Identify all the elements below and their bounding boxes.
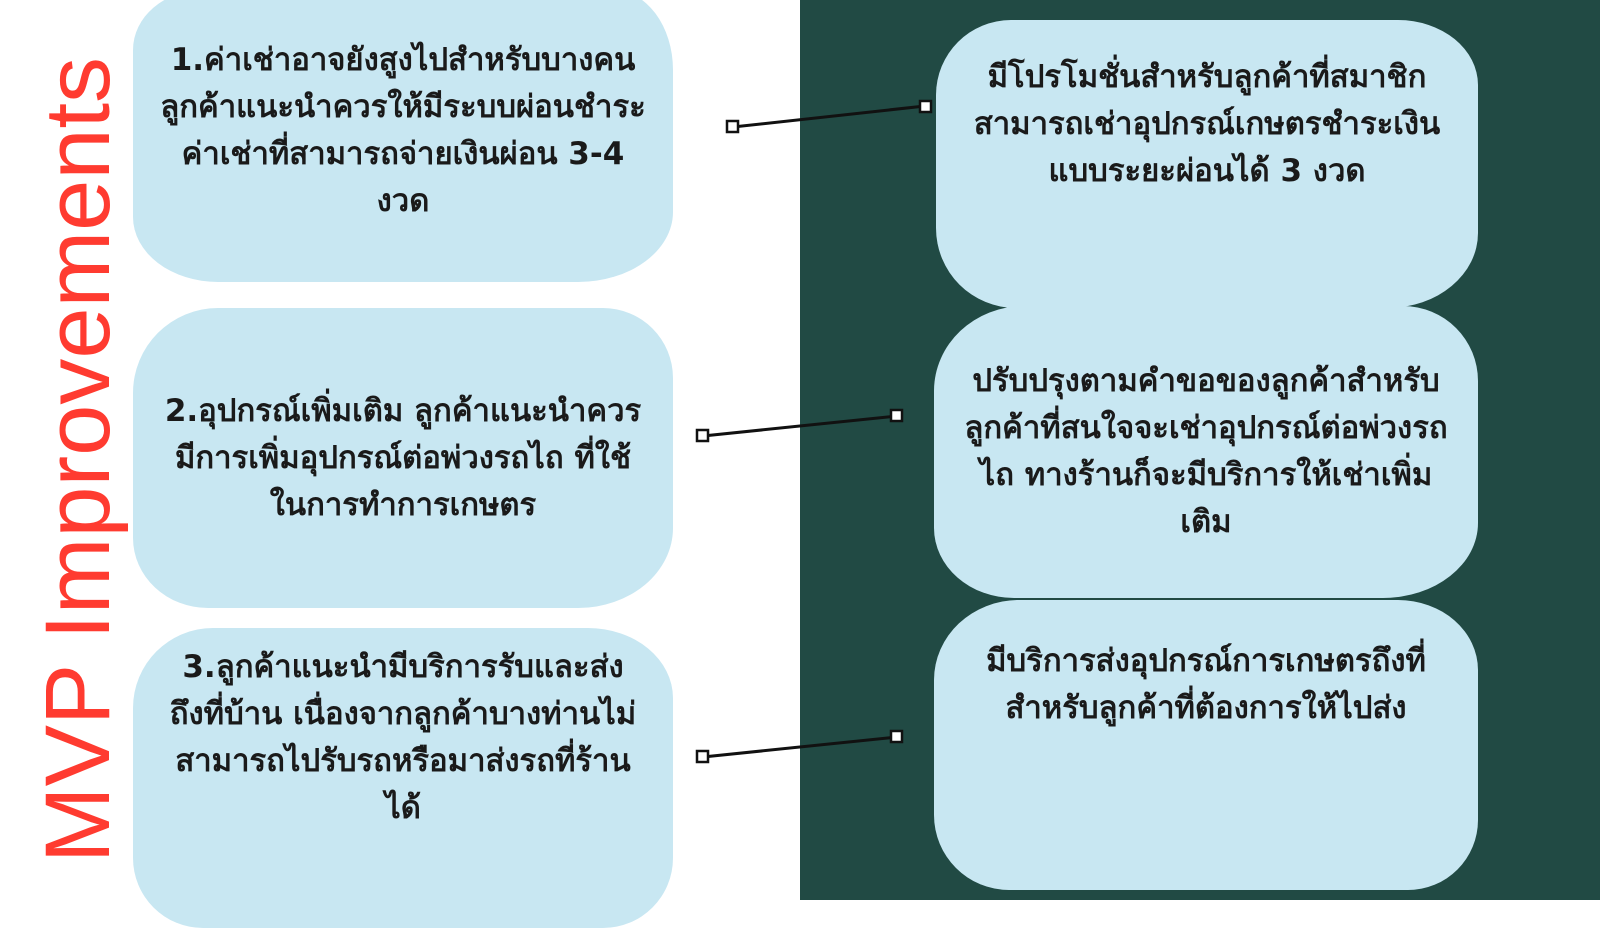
improvement-card-2: ปรับปรุงตามคำขอของลูกค้าสำหรับลูกค้าที่ส… xyxy=(934,306,1478,598)
feedback-text-1: 1.ค่าเช่าอาจยังสูงไปสำหรับบางคน ลูกค้าแน… xyxy=(160,42,646,219)
feedback-text-2: 2.อุปกรณ์เพิ่มเติม ลูกค้าแนะนำควรมีการเพ… xyxy=(164,392,642,523)
feedback-card-2: 2.อุปกรณ์เพิ่มเติม ลูกค้าแนะนำควรมีการเพ… xyxy=(133,308,673,608)
feedback-card-3: 3.ลูกค้าแนะนำมีบริการรับและส่งถึงที่บ้าน… xyxy=(133,628,673,928)
page-title: MVP Improvements xyxy=(27,56,129,864)
feedback-text-3: 3.ลูกค้าแนะนำมีบริการรับและส่งถึงที่บ้าน… xyxy=(169,649,637,826)
improvement-text-1: มีโปรโมชั่นสำหรับลูกค้าที่สมาชิกสามารถเช… xyxy=(973,58,1441,189)
feedback-card-1: 1.ค่าเช่าอาจยังสูงไปสำหรับบางคน ลูกค้าแน… xyxy=(133,0,673,282)
improvement-card-1: มีโปรโมชั่นสำหรับลูกค้าที่สมาชิกสามารถเช… xyxy=(936,20,1478,308)
improvement-text-2: ปรับปรุงตามคำขอของลูกค้าสำหรับลูกค้าที่ส… xyxy=(964,363,1448,540)
improvement-card-3: มีบริการส่งอุปกรณ์การเกษตรถึงที่ สำหรับล… xyxy=(934,600,1478,890)
improvement-text-3: มีบริการส่งอุปกรณ์การเกษตรถึงที่ สำหรับล… xyxy=(986,643,1426,726)
